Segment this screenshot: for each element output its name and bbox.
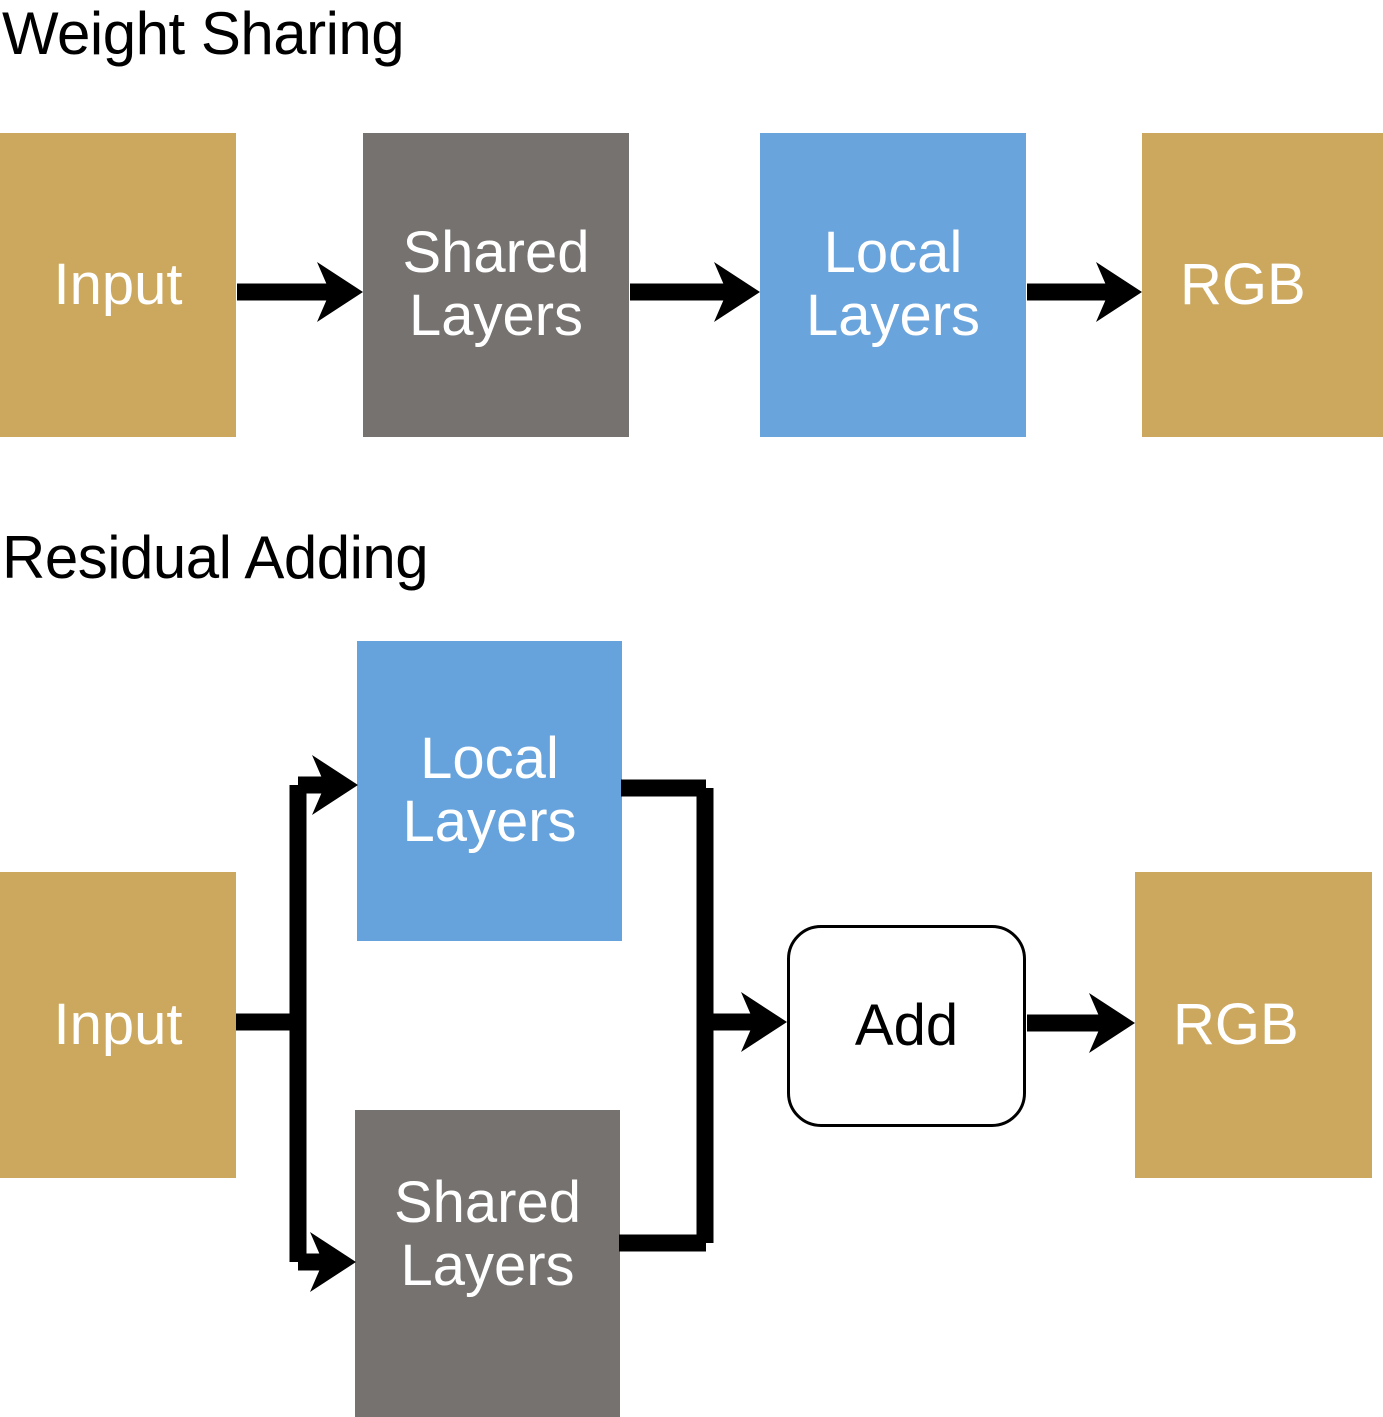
- edge-ra-merge-to-add: [619, 779, 787, 1252]
- node-ra-shared-label-line1: Shared: [393, 1170, 582, 1235]
- node-ra-add: Add: [787, 925, 1026, 1127]
- section-title-weight-sharing: Weight Sharing: [2, 0, 405, 67]
- edge-ws-input-to-shared: [237, 262, 363, 322]
- node-ws-shared-layers: Shared Layers: [363, 133, 629, 437]
- node-ws-input-label: Input: [53, 251, 183, 317]
- node-ws-local-label-line2: Layers: [805, 283, 981, 348]
- node-ws-local-layers: Local Layers: [760, 133, 1026, 437]
- edge-ra-add-to-rgb: [1027, 993, 1135, 1053]
- edge-ra-input-split: [236, 755, 358, 1292]
- node-ra-shared-label-line2: Layers: [400, 1232, 575, 1298]
- node-ra-local-layers: Local Layers: [357, 641, 622, 941]
- node-ra-input: Input: [0, 872, 236, 1178]
- node-ws-input: Input: [0, 133, 236, 437]
- node-ra-local-label-line2: Layers: [402, 789, 577, 854]
- edge-ws-shared-to-local: [630, 262, 760, 322]
- node-ws-local-label-line1: Local: [823, 220, 963, 286]
- node-ra-input-label: Input: [53, 991, 183, 1057]
- node-ws-rgb: RGB: [1142, 133, 1383, 437]
- node-ra-rgb: RGB: [1135, 872, 1372, 1178]
- section-title-residual-adding: Residual Adding: [2, 524, 429, 591]
- node-ws-shared-label-line2: Layers: [408, 283, 584, 348]
- node-ra-add-label: Add: [854, 992, 959, 1058]
- edge-ws-local-to-rgb: [1027, 262, 1142, 322]
- node-ws-rgb-label: RGB: [1180, 251, 1306, 317]
- node-ra-rgb-label: RGB: [1173, 991, 1299, 1057]
- node-ws-shared-label-line1: Shared: [402, 220, 590, 286]
- node-ra-local-label-line1: Local: [420, 726, 559, 792]
- node-ra-shared-layers: Shared Layers: [355, 1110, 620, 1417]
